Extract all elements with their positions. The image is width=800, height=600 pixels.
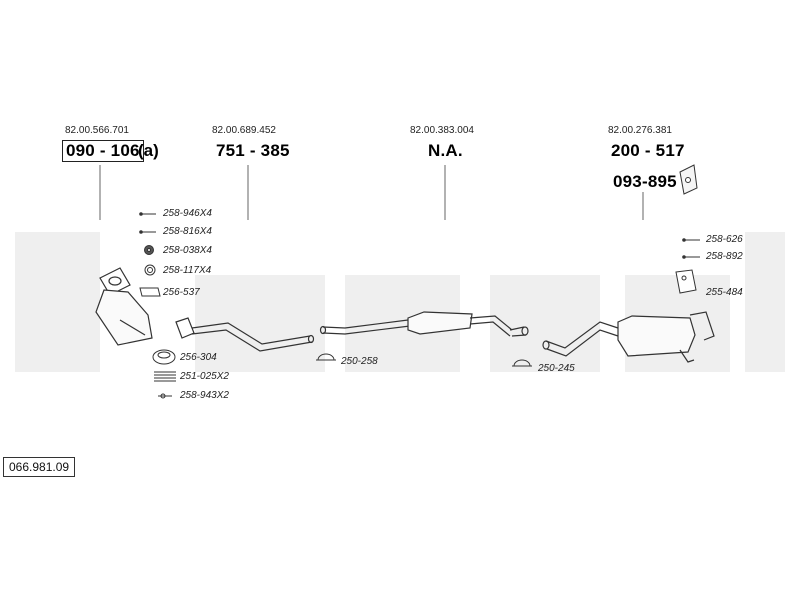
clamp-label: 250-245: [538, 363, 575, 374]
part-number-4: 200 - 517: [611, 141, 685, 160]
fitting-label: 255-484: [706, 287, 743, 298]
part-number-1: 090 - 106: [62, 140, 144, 162]
fitting-label: 256-304: [180, 352, 217, 363]
fitting-label: 258-946X4: [163, 208, 212, 219]
catalytic-converter: [95, 267, 153, 346]
part-number-3: N.A.: [428, 141, 463, 160]
fitting-icons-right: [675, 238, 700, 294]
middle-silencer: [319, 311, 529, 337]
fitting-label: 258-943X2: [180, 390, 229, 401]
part-number-1-suffix: (a): [138, 141, 159, 160]
rear-silencer: [542, 311, 715, 363]
fitting-label: 258-816X4: [163, 226, 212, 237]
fitting-label: 251-025X2: [180, 371, 229, 382]
fitting-icons-left: [139, 212, 161, 297]
fitting-label: 258-892: [706, 251, 743, 262]
fitting-label: 258-626: [706, 234, 743, 245]
rubber-mount-093-895: [679, 164, 698, 195]
clamp-icons: [316, 353, 532, 367]
front-pipe: [175, 317, 315, 352]
fitting-label: 258-117X4: [163, 265, 212, 276]
part-number-2: 751 - 385: [216, 141, 290, 160]
fitting-label: 258-038X4: [163, 245, 212, 256]
fitting-icons-bottom-left: [152, 349, 176, 399]
fitting-label: 256-537: [163, 287, 200, 298]
clamp-label: 250-258: [341, 356, 378, 367]
oe-number-2: 82.00.689.452: [212, 125, 276, 136]
part-number-extra: 093-895: [613, 172, 677, 191]
diagram-code: 066.981.09: [3, 457, 76, 477]
oe-number-4: 82.00.276.381: [608, 125, 672, 136]
oe-number-1: 82.00.566.701: [65, 125, 129, 136]
oe-number-3: 82.00.383.004: [410, 125, 474, 136]
